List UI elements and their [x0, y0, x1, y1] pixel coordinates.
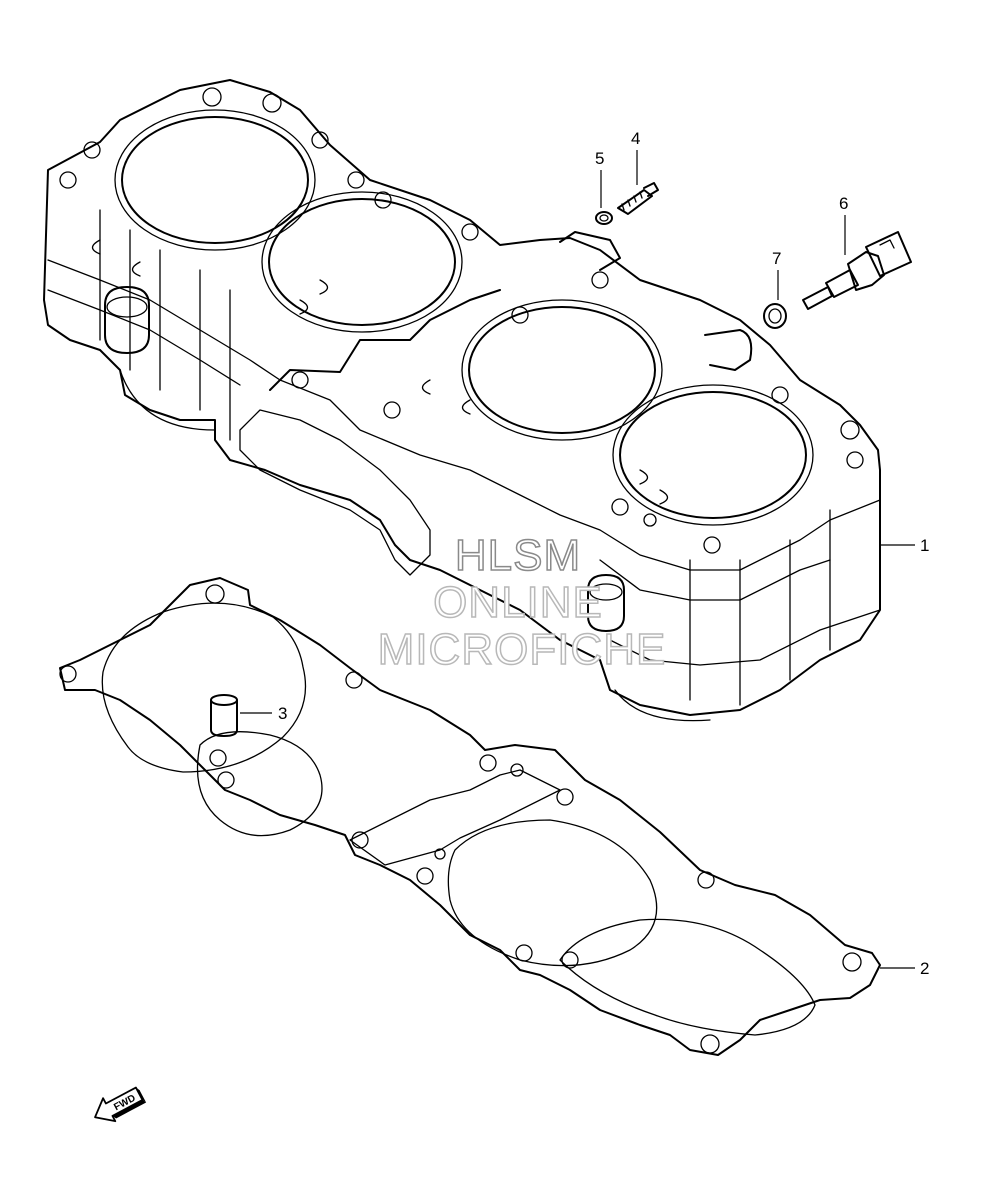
watermark-line-3: MICROFICHE [378, 625, 667, 674]
cylinder-block[interactable] [43, 79, 881, 722]
washer-gasket[interactable] [763, 303, 787, 329]
watermark: HLSM ONLINE MICROFICHE [377, 530, 667, 675]
callout-labels: 1 2 3 4 5 6 7 [278, 129, 929, 978]
callout-4: 4 [631, 129, 640, 148]
callout-3: 3 [278, 704, 287, 723]
callout-5: 5 [595, 149, 604, 168]
callout-6: 6 [839, 194, 848, 213]
callout-7: 7 [772, 249, 781, 268]
forward-direction-arrow: FWD [94, 1086, 147, 1123]
watermark-line-1: HLSM [455, 531, 581, 580]
watermark-line-2: ONLINE [433, 578, 603, 627]
temperature-sensor[interactable] [802, 231, 912, 310]
washer-small[interactable] [595, 211, 613, 225]
union-fitting[interactable] [617, 182, 659, 215]
callout-2: 2 [920, 959, 929, 978]
cylinder-base-gasket[interactable] [59, 577, 881, 1056]
callout-1: 1 [920, 536, 929, 555]
dowel-pin[interactable] [210, 694, 238, 737]
leader-lines [240, 150, 915, 969]
